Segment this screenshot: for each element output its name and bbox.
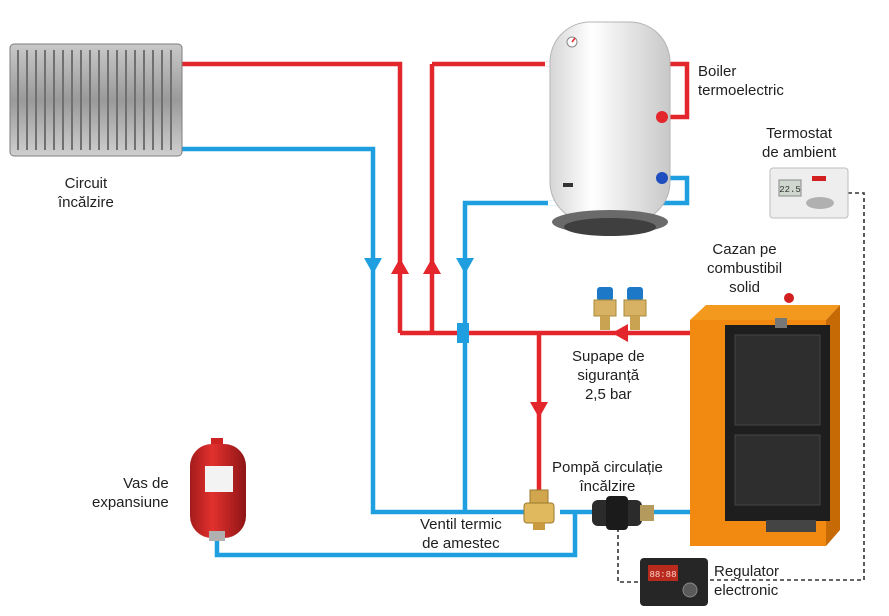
radiator <box>9 43 183 157</box>
arrow-down-cold <box>456 258 474 274</box>
circuit-label-line2: încălzire <box>58 194 114 211</box>
regulator-label: Regulator electronic <box>714 562 779 600</box>
svg-text:88:88: 88:88 <box>649 570 676 580</box>
arrow-left-cazan <box>612 324 628 342</box>
pompa-label-line1: Pompă circulație <box>552 459 663 476</box>
supape-label-line3: 2,5 bar <box>584 386 632 403</box>
vas-label: Vas de expansiune <box>92 474 169 512</box>
supape-label-line1: Supape de <box>572 348 645 365</box>
boiler-label: Boiler termoelectric <box>698 62 784 100</box>
cazan-label-line2: combustibil <box>707 260 783 277</box>
mixing-valve <box>523 489 555 530</box>
radiator-supply-pipe <box>182 61 403 333</box>
arrow-down-return <box>364 258 382 274</box>
boiler-label-line1: Boiler <box>698 63 737 80</box>
ventil-label: Ventil termic de amestec <box>420 515 502 553</box>
thermostat-label: Termostat de ambient <box>762 124 836 162</box>
electronic-regulator: 88:88 <box>640 558 708 606</box>
pipe-crossing <box>457 323 469 343</box>
regulator-label-line2: electronic <box>714 582 779 599</box>
arrow-down-bypass <box>530 402 548 418</box>
cazan-label: Cazan pe combustibil solid <box>707 240 782 297</box>
cold-pipes <box>182 146 700 558</box>
thermostat-wire <box>690 192 865 581</box>
pompa-label-line2: încălzire <box>579 478 636 495</box>
circuit-label-line1: Circuit <box>64 175 108 192</box>
boiler-cold-pipe <box>462 175 690 512</box>
cazan-label-line1: Cazan pe <box>712 241 777 258</box>
expansion-vessel <box>190 438 246 541</box>
regulator-wire <box>617 528 640 583</box>
regulator-label-line1: Regulator <box>714 563 780 580</box>
control-wires <box>617 192 865 583</box>
radiator-return-pipe <box>182 146 533 515</box>
room-thermostat: 22.5 <box>769 167 849 219</box>
cazan-label-line3: solid <box>729 279 760 296</box>
circuit-label: Circuit încălzire <box>58 174 114 212</box>
circulation-pump <box>592 496 654 530</box>
safety-valves <box>593 287 647 330</box>
supape-label-line2: siguranță <box>577 367 640 384</box>
pompa-label: Pompă circulație încălzire <box>552 458 663 496</box>
vas-label-line2: expansiune <box>92 494 169 511</box>
safety-valve-1 <box>593 287 617 330</box>
vas-label-line1: Vas de <box>123 475 169 492</box>
ventil-label-line1: Ventil termic <box>420 516 502 533</box>
solid-fuel-boiler <box>690 293 840 546</box>
svg-text:22.5: 22.5 <box>779 185 801 195</box>
hot-pipes <box>182 61 700 490</box>
safety-valve-2 <box>623 287 647 330</box>
supape-label: Supape de siguranță 2,5 bar <box>572 347 645 404</box>
flow-arrows <box>364 258 628 418</box>
thermostat-label-line1: Termostat <box>766 125 833 142</box>
boiler-label-line2: termoelectric <box>698 82 784 99</box>
expansion-pipe <box>214 512 578 558</box>
ventil-label-line2: de amestec <box>422 535 500 552</box>
thermostat-label-line2: de ambient <box>762 144 837 161</box>
arrow-up-boiler <box>423 258 441 274</box>
arrow-up-supply <box>391 258 409 274</box>
water-heater <box>549 21 671 236</box>
